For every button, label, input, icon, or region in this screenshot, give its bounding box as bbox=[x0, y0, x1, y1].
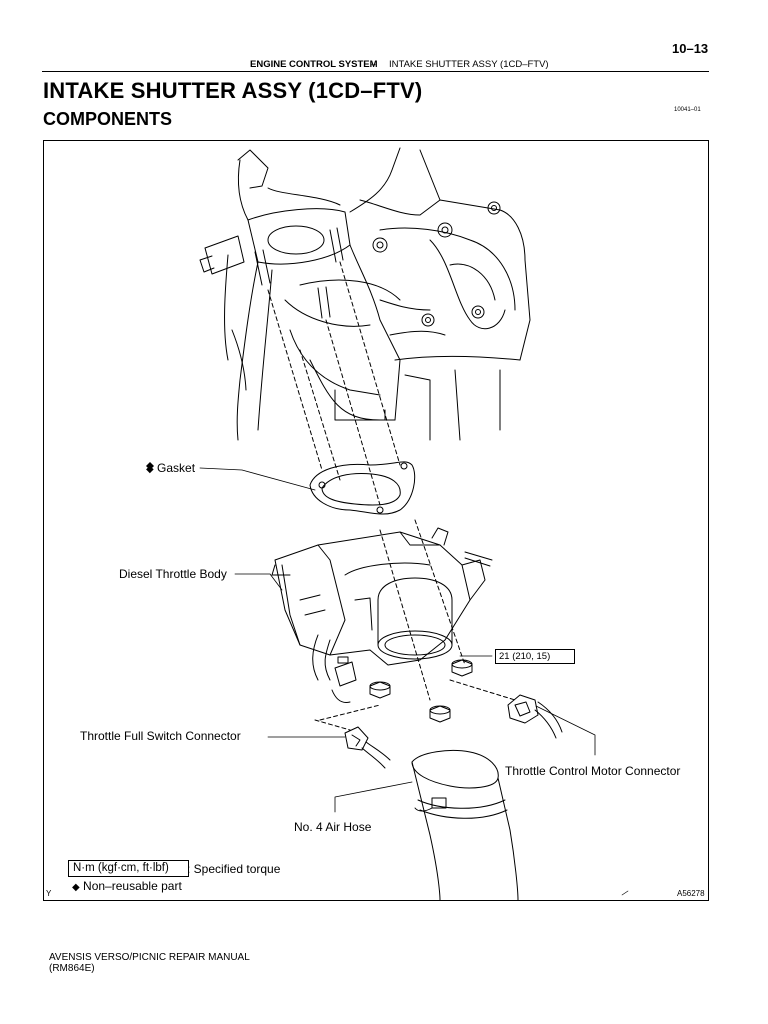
figure-frame bbox=[43, 140, 709, 901]
label-no4-air-hose: No. 4 Air Hose bbox=[294, 820, 372, 834]
diamond-icon: ◆ bbox=[72, 882, 80, 893]
diamond-icon bbox=[146, 462, 154, 470]
legend-non-reusable: ◆ Non–reusable part bbox=[72, 879, 182, 893]
leader-lines bbox=[199, 467, 596, 813]
full-switch-connector-drawing bbox=[344, 726, 391, 769]
component-illustration bbox=[146, 147, 629, 901]
nuts-drawing bbox=[369, 659, 473, 723]
footer-manual-name: AVENSIS VERSO/PICNIC REPAIR MANUAL bbox=[49, 952, 250, 963]
gasket-drawing bbox=[309, 461, 416, 515]
legend-specified-torque: : Specified torque bbox=[187, 862, 281, 876]
page-title: INTAKE SHUTTER ASSY (1CD–FTV) bbox=[43, 78, 423, 103]
doc-code: 10041–01 bbox=[674, 107, 701, 113]
section-title: COMPONENTS bbox=[43, 109, 173, 129]
header-separator: – bbox=[371, 59, 377, 70]
torque-value-box: 21 (210, 15) bbox=[495, 649, 575, 664]
footer-manual-code: (RM864E) bbox=[49, 963, 95, 974]
engine-manifold-drawing bbox=[199, 147, 531, 441]
label-gasket: ◆ Gasket bbox=[146, 461, 196, 475]
motor-connector-drawing bbox=[507, 694, 563, 739]
label-throttle-control-motor-connector: Throttle Control Motor Connector bbox=[505, 764, 681, 778]
air-hose-drawing bbox=[411, 749, 519, 901]
label-diesel-throttle-body: Diesel Throttle Body bbox=[119, 567, 227, 581]
header-subsection: INTAKE SHUTTER ASSY (1CD–FTV) bbox=[389, 59, 549, 70]
page-number: 10–13 bbox=[672, 41, 709, 56]
header-section: ENGINE CONTROL SYSTEM bbox=[250, 59, 378, 70]
alignment-lines bbox=[267, 261, 516, 731]
header-rule bbox=[42, 71, 709, 72]
legend-unit-box: N·m (kgf·cm, ft·lbf) bbox=[68, 860, 189, 877]
diamond-icon: ◆ bbox=[146, 464, 154, 475]
figure-id: A56278 bbox=[677, 889, 705, 898]
corner-mark: Y bbox=[46, 889, 52, 898]
label-throttle-full-switch-connector: Throttle Full Switch Connector bbox=[80, 729, 241, 743]
throttle-body-drawing bbox=[271, 527, 493, 703]
